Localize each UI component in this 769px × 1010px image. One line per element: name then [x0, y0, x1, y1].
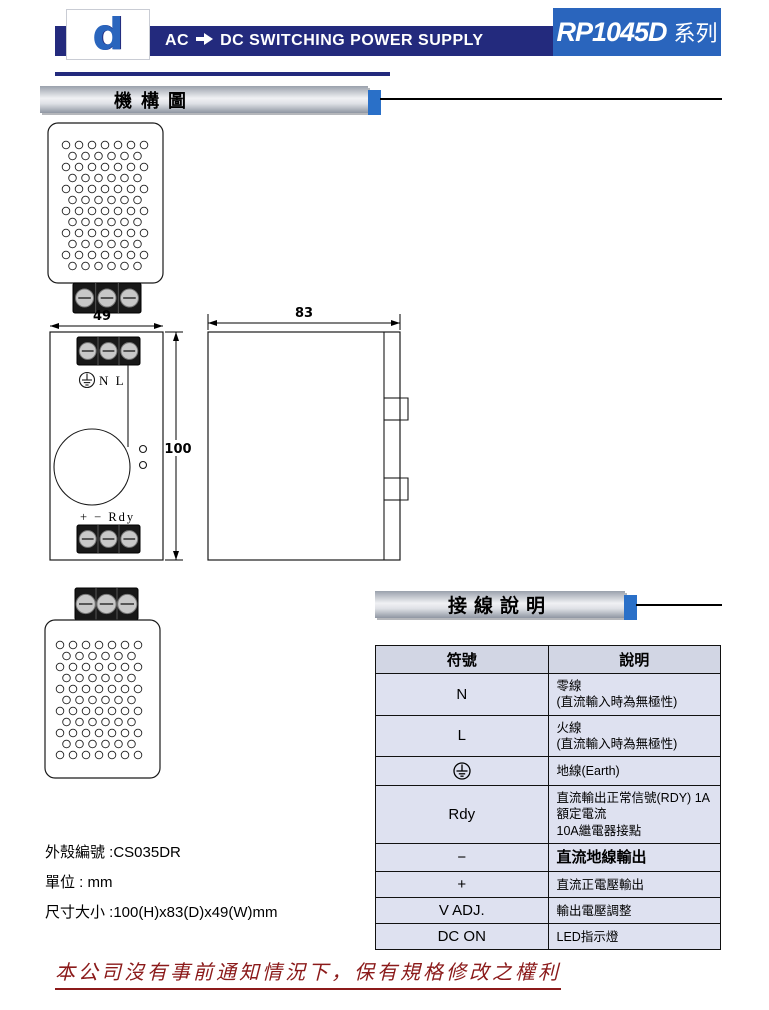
- symbol-header: 符號: [375, 645, 549, 674]
- right-arrow-icon: [196, 33, 214, 45]
- terminal-block-input: [76, 336, 141, 366]
- table-header-row: 符號 說明: [375, 645, 721, 674]
- terminal-block-top-view: [72, 282, 142, 314]
- din-clip-top: [400, 397, 409, 421]
- description-cell: 輸出電壓調整: [547, 897, 721, 925]
- dim-depth-value: 83: [295, 306, 313, 321]
- description-cell: 直流地線輸出: [547, 842, 721, 873]
- mechanical-drawing: 49 N L + − Rdy 100: [44, 122, 409, 779]
- section-title-wiring: 接線說明: [375, 591, 625, 618]
- symbol-cell: −: [375, 842, 549, 873]
- drawing-notes: 外殼編號 :CS035DR 單位 : mm 尺寸大小 :100(H)x83(D)…: [45, 838, 278, 928]
- logo-letter: d: [92, 8, 124, 60]
- series-label: 系列: [673, 21, 718, 46]
- description-cell: 地線(Earth): [547, 756, 721, 786]
- description-cell: 直流正電壓輸出: [547, 871, 721, 899]
- description-cell: 零線 (直流輸入時為無極性): [547, 673, 721, 716]
- table-row: 地線(Earth): [375, 756, 721, 786]
- earth-icon: [78, 371, 96, 389]
- section-rule: [380, 98, 722, 100]
- section-accent-block: [624, 595, 637, 620]
- symbol-cell: N: [375, 673, 549, 716]
- description-header: 說明: [547, 645, 721, 674]
- size-note: 尺寸大小 :100(H)x83(D)x49(W)mm: [45, 904, 278, 921]
- title-rest: DC SWITCHING POWER SUPPLY: [220, 32, 484, 49]
- symbol-cell: DC ON: [375, 923, 549, 951]
- terminal-block-bottom-view: [74, 587, 139, 621]
- dim-height-value: 100: [164, 442, 191, 457]
- unit-note: 單位 : mm: [45, 874, 113, 891]
- brand-logo: d: [66, 9, 150, 60]
- dimension-depth: 83: [207, 306, 401, 330]
- din-clip-bottom: [400, 477, 409, 501]
- section-accent-block: [368, 90, 381, 115]
- vent-holes-top: [61, 140, 149, 271]
- table-row: −直流地線輸出: [375, 842, 721, 873]
- case-number: 外殼編號 :CS035DR: [45, 844, 181, 861]
- symbol-cell: L: [375, 714, 549, 757]
- table-row: +直流正電壓輸出: [375, 871, 721, 899]
- led-hole: [138, 444, 148, 454]
- input-terminal-labels: N L: [99, 373, 126, 388]
- dim-width-value: 49: [93, 309, 111, 324]
- symbol-cell: +: [375, 871, 549, 899]
- section-rule: [636, 604, 722, 606]
- vadj-hole: [138, 460, 148, 470]
- symbol-cell: V ADJ.: [375, 897, 549, 925]
- table-row: V ADJ.輸出電壓調整: [375, 897, 721, 925]
- wiring-access-hole: [53, 428, 131, 506]
- description-cell: 火線 (直流輸入時為無極性): [547, 714, 721, 757]
- title-ac: AC: [165, 32, 190, 49]
- section-title-mechanism: 機構圖: [40, 86, 368, 113]
- symbol-cell: Rdy: [375, 785, 549, 844]
- header-title: AC DC SWITCHING POWER SUPPLY: [165, 32, 484, 50]
- description-cell: 直流輸出正常信號(RDY) 1A額定電流 10A繼電器接點: [547, 785, 721, 844]
- disclaimer-text: 本公司沒有事前通知情況下，保有規格修改之權利: [55, 956, 561, 990]
- header-divider: [55, 72, 390, 76]
- model-number: RP1045D: [556, 16, 667, 47]
- earth-icon: [453, 762, 471, 780]
- symbol-cell: [375, 756, 549, 786]
- dimension-height: 100: [164, 331, 192, 561]
- description-cell: LED指示燈: [547, 923, 721, 951]
- output-terminal-labels: + − Rdy: [80, 510, 135, 524]
- terminal-block-output: [76, 524, 141, 554]
- dimension-width: 49: [50, 309, 163, 329]
- model-badge: RP1045D 系列: [553, 8, 721, 56]
- side-view-case: [207, 331, 401, 561]
- vent-holes-bottom: [55, 640, 143, 760]
